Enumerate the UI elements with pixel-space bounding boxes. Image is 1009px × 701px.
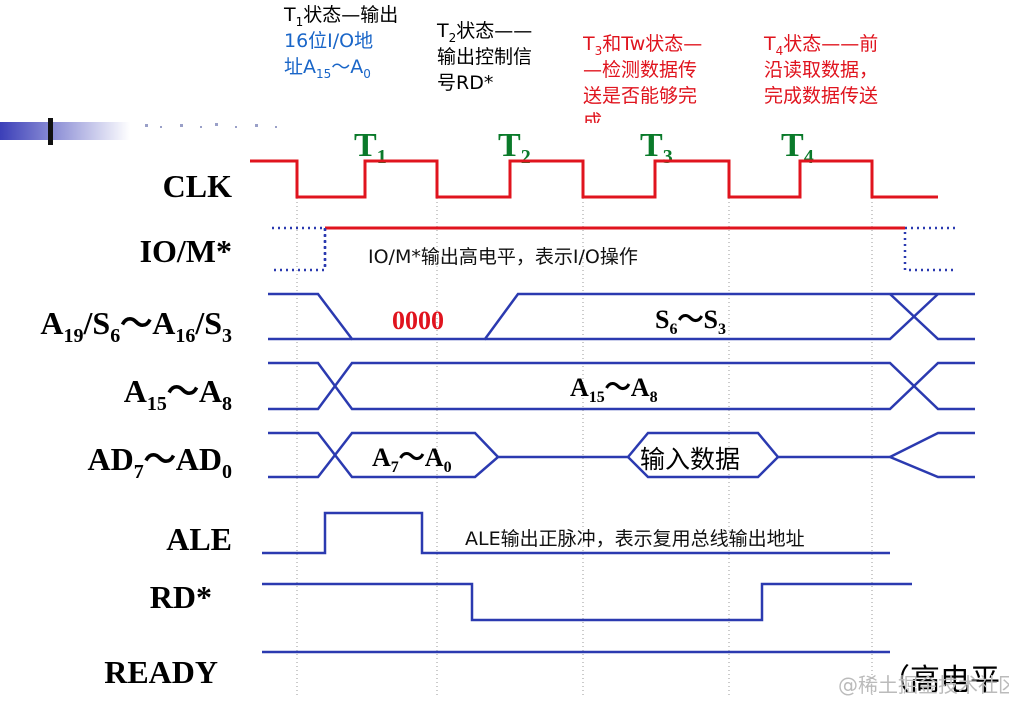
t4-annotation: T4状态——前 沿读取数据， 完成数据传送 <box>764 33 879 107</box>
iom-dotted-right <box>903 226 955 272</box>
slide-accent-mark <box>48 118 53 145</box>
signal-label-iom: IO/M* <box>140 233 232 269</box>
signal-label-ale: ALE <box>166 521 232 557</box>
t-state-label: T2 <box>498 127 531 168</box>
signal-label-a15: A15～A8 <box>124 373 232 415</box>
t-state-label: T3 <box>640 127 673 168</box>
ale-waveform <box>262 511 890 555</box>
ad-bus-waveform <box>268 431 975 479</box>
a15-bus-waveform <box>268 361 975 411</box>
high-level-note: （高电平 <box>880 663 1000 698</box>
clk-waveform <box>250 159 938 199</box>
ale-note: ALE输出正脉冲，表示复用总线输出地址 <box>465 528 805 550</box>
slide-accent-bar <box>0 122 130 140</box>
period-dividers <box>296 198 873 695</box>
a7-a0-label: A7～A0 <box>372 443 452 476</box>
signal-label-ready: READY <box>104 654 218 690</box>
iom-dotted-left <box>272 226 327 272</box>
watermark: @稀土掘金技术社区 <box>838 673 1009 697</box>
a19-bus-waveform <box>268 292 975 341</box>
t-state-label: T1 <box>354 127 387 168</box>
input-data-label: 输入数据 <box>640 445 740 474</box>
s6-s3-label: S6～S3 <box>655 305 726 338</box>
iom-note: IO/M*输出高电平，表示I/O操作 <box>368 246 638 268</box>
t3-annotation: T3和Tw状态— —检测数据传 送是否能够完 成 <box>583 33 703 123</box>
t2-annotation: T2状态—— 输出控制信 号RD* <box>437 20 533 94</box>
faint-dots <box>145 123 277 128</box>
signal-label-rd: RD* <box>150 579 212 615</box>
t1-annotation: T1状态—输出16位I/O地 址A15～A0 <box>284 4 399 81</box>
signal-label-ad: AD7～AD0 <box>88 441 232 483</box>
address-zero: 0000 <box>392 306 444 335</box>
rd-waveform <box>262 582 912 622</box>
a15-a8-label: A15～A8 <box>570 373 658 406</box>
signal-label-clk: CLK <box>163 168 232 204</box>
signal-label-a19: A19/S6～A16/S3 <box>40 305 232 347</box>
t-state-label: T4 <box>781 127 814 168</box>
